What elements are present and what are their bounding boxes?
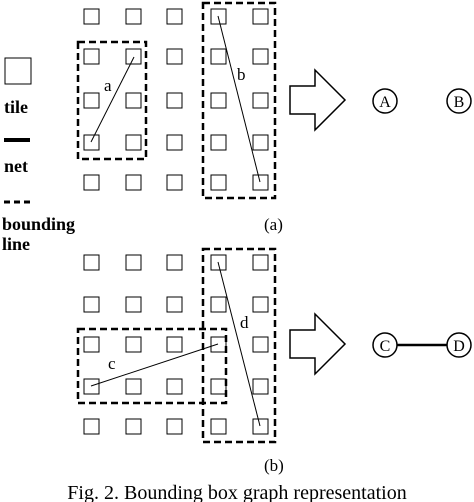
legend-tile-label: tile: [4, 97, 28, 117]
tile: [252, 378, 269, 395]
tile: [210, 134, 227, 151]
tile: [166, 174, 183, 191]
tile: [252, 254, 269, 271]
tile: [125, 134, 142, 151]
tile: [210, 336, 227, 353]
tile: [166, 48, 183, 65]
net-b-label: b: [237, 65, 246, 84]
tile: [166, 254, 183, 271]
panel-a: a b A B (a): [76, 1, 472, 234]
net-b-line: [217, 15, 261, 183]
tile: [125, 174, 142, 191]
tile: [166, 8, 183, 25]
tile-grid-a: [83, 8, 269, 191]
tile: [125, 8, 142, 25]
tile: [83, 8, 100, 25]
tile: [210, 296, 227, 313]
net-c-label: c: [108, 354, 116, 373]
tile: [252, 92, 269, 109]
tile: [252, 418, 269, 435]
bounding-box-d: [201, 247, 277, 444]
tile: [166, 296, 183, 313]
tile: [166, 92, 183, 109]
node-b: [446, 88, 472, 114]
bounding-box-a: [76, 40, 148, 161]
tile: [210, 174, 227, 191]
arrow-b: [289, 312, 347, 376]
net-a-line: [90, 56, 135, 143]
tile: [83, 418, 100, 435]
tile: [166, 418, 183, 435]
tile: [252, 296, 269, 313]
tile: [252, 134, 269, 151]
legend-tile-swatch: [4, 57, 32, 85]
tile: [125, 92, 142, 109]
node-d: [446, 332, 472, 358]
legend-net-label: net: [4, 156, 28, 176]
tile: [125, 336, 142, 353]
legend-bounding-label-line2: line: [2, 234, 30, 254]
net-d-label: d: [240, 313, 249, 332]
tile: [210, 92, 227, 109]
node-c: [372, 332, 398, 358]
tile: [125, 254, 142, 271]
tile: [166, 336, 183, 353]
tile: [83, 48, 100, 65]
node-c-label: C: [380, 338, 391, 355]
tile: [252, 174, 269, 191]
tile: [125, 296, 142, 313]
tile: [83, 92, 100, 109]
tile: [210, 378, 227, 395]
figure-caption: Fig. 2. Bounding box graph representatio…: [67, 482, 406, 502]
tile: [83, 254, 100, 271]
node-a: [372, 88, 398, 114]
bounding-box-c: [76, 327, 228, 405]
tile: [166, 134, 183, 151]
tile: [210, 8, 227, 25]
tile: [83, 174, 100, 191]
tile-grid-b: [83, 254, 269, 435]
tile: [83, 336, 100, 353]
legend-bounding-label-line1: bounding: [2, 214, 75, 234]
legend: tile net bounding line: [2, 57, 75, 254]
tile: [83, 378, 100, 395]
tile: [210, 254, 227, 271]
net-d-line: [217, 261, 261, 427]
net-c-line: [90, 343, 219, 387]
subfig-label-a: (a): [264, 215, 283, 234]
panel-b: c d C D (b): [76, 247, 472, 475]
tile: [252, 336, 269, 353]
tile: [125, 48, 142, 65]
tile: [210, 418, 227, 435]
node-a-label: A: [379, 94, 391, 111]
tile: [252, 48, 269, 65]
arrow-a: [289, 68, 347, 132]
subfig-label-b: (b): [264, 456, 284, 475]
net-a-label: a: [104, 76, 112, 95]
node-d-label: D: [453, 338, 465, 355]
tile: [83, 134, 100, 151]
tile: [125, 378, 142, 395]
tile: [210, 48, 227, 65]
node-b-label: B: [454, 94, 465, 111]
tile: [83, 296, 100, 313]
tile: [166, 378, 183, 395]
tile: [252, 8, 269, 25]
tile: [125, 418, 142, 435]
bounding-box-b: [201, 1, 277, 200]
